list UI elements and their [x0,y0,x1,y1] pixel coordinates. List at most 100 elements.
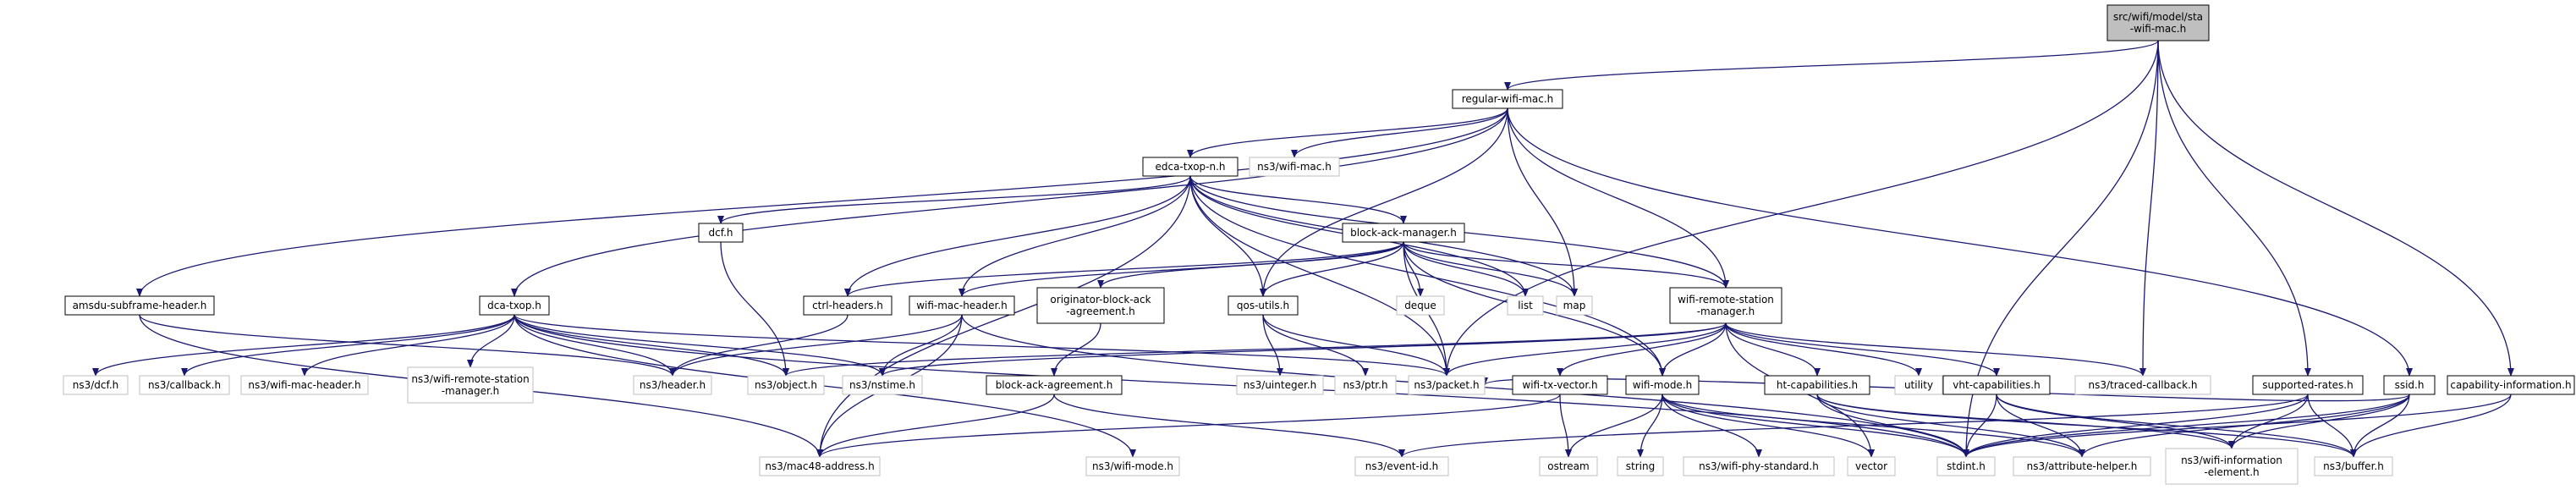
node-ctrl[interactable]: ctrl-headers.h [803,295,893,316]
node-supp[interactable]: supported-rates.h [2252,375,2364,395]
edge-edca-to-wmode [1189,175,1666,377]
edge-dcatxop-to-dcfns3 [92,314,515,377]
node-wmh[interactable]: wifi-mac-header.h [909,295,1015,316]
edge-dcatxop-to-packet [514,314,1450,377]
node-box-attr [2013,456,2151,476]
node-ostream: ostream [1539,456,1598,476]
node-amsdu[interactable]: amsdu-subframe-header.h [64,295,215,316]
node-box-edca [1142,157,1239,177]
edge-baa-to-eventid [1053,394,1405,458]
edge-wrsm-to-vhtcap [1725,322,2000,377]
node-capinfo[interactable]: capability-information.h [2447,375,2575,395]
node-traced: ns3/traced-callback.h [2074,375,2211,395]
node-box-list [1507,295,1544,316]
edge-wrsm-to-traced [1725,322,2146,377]
node-box-oba [1036,287,1165,324]
node-label-nstime-line-0: ns3/nstime.h [849,379,915,391]
node-edca[interactable]: edca-txop-n.h [1142,157,1239,177]
node-box-nstime [842,375,923,395]
node-box-supp [2252,375,2364,395]
edge-regular-to-dcatxop [511,107,1508,297]
node-baa[interactable]: block-ack-agreement.h [986,375,1123,395]
node-regular[interactable]: regular-wifi-mac.h [1452,89,1563,109]
node-dcatxop[interactable]: dca-txop.h [479,295,550,316]
node-label-capinfo-line-0: capability-information.h [2450,379,2571,391]
edge-wmode-to-vector [1661,394,1875,458]
node-ssid[interactable]: ssid.h [2383,375,2436,395]
node-oba[interactable]: originator-block-ack-agreement.h [1036,287,1165,324]
node-label-oba-line-1: -agreement.h [1066,306,1135,317]
node-label-utility-line-0: utility [1904,379,1933,391]
node-bam[interactable]: block-ack-manager.h [1342,223,1465,243]
edge-ssid-to-buffer [2350,394,2410,458]
edge-sta-to-traced [2139,40,2159,377]
node-htcap[interactable]: ht-capabilities.h [1764,375,1870,395]
node-label-qos-line-0: qos-utils.h [1237,300,1289,311]
node-box-amsdu [64,295,215,316]
node-label-attr-line-0: ns3/attribute-helper.h [2027,460,2138,472]
node-box-ptr [1334,375,1397,395]
node-box-wmhns3 [240,375,369,395]
edge-layer [92,40,2514,458]
edge-bam-to-wrsm [1403,241,1729,289]
node-box-vector [1847,456,1896,476]
node-label-sta-line-1: -wifi-mac.h [2130,23,2186,35]
node-mac48: ns3/mac48-address.h [759,456,881,476]
node-label-deque-line-0: deque [1404,300,1436,311]
edge-oba-to-baa [1051,322,1101,377]
node-box-ctrl [803,295,893,316]
node-dcf[interactable]: dcf.h [698,223,744,243]
node-label-vector-line-0: vector [1855,460,1887,472]
edge-dcatxop-to-wmhns3 [301,314,515,377]
node-box-ostream [1539,456,1598,476]
node-label-mac48-line-0: ns3/mac48-address.h [765,460,874,472]
edge-ssid-to-wie [2228,394,2410,449]
node-label-packet-line-0: ns3/packet.h [1414,379,1479,391]
node-box-regular [1452,89,1563,109]
node-label-ostream-line-0: ostream [1547,460,1589,472]
node-box-traced [2074,375,2211,395]
node-wtv[interactable]: wifi-tx-vector.h [1512,375,1608,395]
edge-bam-to-wmh [958,241,1404,297]
node-qos[interactable]: qos-utils.h [1228,295,1299,316]
node-label-wrsmns3-line-1: -manager.h [442,385,500,397]
edge-edca-to-mac48 [816,175,1191,458]
edge-edca-to-qos [1189,175,1266,297]
edge-wmode-to-attr [1661,394,2085,458]
node-label-wmode-line-0: wifi-mode.h [1633,379,1693,391]
edge-qos-to-uinteger [1262,314,1283,377]
node-wmode[interactable]: wifi-mode.h [1625,375,1700,395]
edge-wmode-to-string [1637,394,1663,458]
node-box-utility [1894,375,1943,395]
node-box-ssid [2383,375,2436,395]
node-vhtcap[interactable]: vht-capabilities.h [1942,375,2051,395]
node-sta[interactable]: src/wifi/model/sta-wifi-mac.h [2106,4,2210,41]
node-label-wmh-line-0: wifi-mac-header.h [916,300,1008,311]
node-label-buffer-line-0: ns3/buffer.h [2323,460,2384,472]
edge-wmode-to-ostream [1565,394,1663,458]
node-label-list-line-0: list [1518,300,1533,311]
node-box-stdint [1936,456,1996,476]
edge-htcap-to-wie [1816,394,2235,449]
node-vector: vector [1847,456,1896,476]
node-label-traced-line-0: ns3/traced-callback.h [2088,379,2197,391]
edge-capinfo-to-stdint [1963,394,2512,458]
node-box-wie [2165,448,2299,485]
node-wifimacns3: ns3/wifi-mac.h [1249,157,1340,177]
edge-bam-to-ctrl [844,241,1404,297]
edge-wrsm-to-htcap [1725,322,1821,377]
node-box-vhtcap [1942,375,2051,395]
node-wrsm[interactable]: wifi-remote-station-manager.h [1669,287,1782,324]
node-label-amsdu-line-0: amsdu-subframe-header.h [73,300,207,311]
node-box-wifimacns3 [1249,157,1340,177]
edge-baa-to-mac48 [816,394,1055,458]
node-label-wifimacns3-line-0: ns3/wifi-mac.h [1257,161,1332,173]
node-label-bam-line-0: block-ack-manager.h [1350,227,1457,239]
edge-sta-to-regular [1504,40,2159,91]
node-nstime: ns3/nstime.h [842,375,923,395]
node-box-buffer [2314,456,2393,476]
edge-regular-to-wifimacns3 [1291,107,1508,158]
node-box-dcatxop [479,295,550,316]
node-object: ns3/object.h [747,375,825,395]
